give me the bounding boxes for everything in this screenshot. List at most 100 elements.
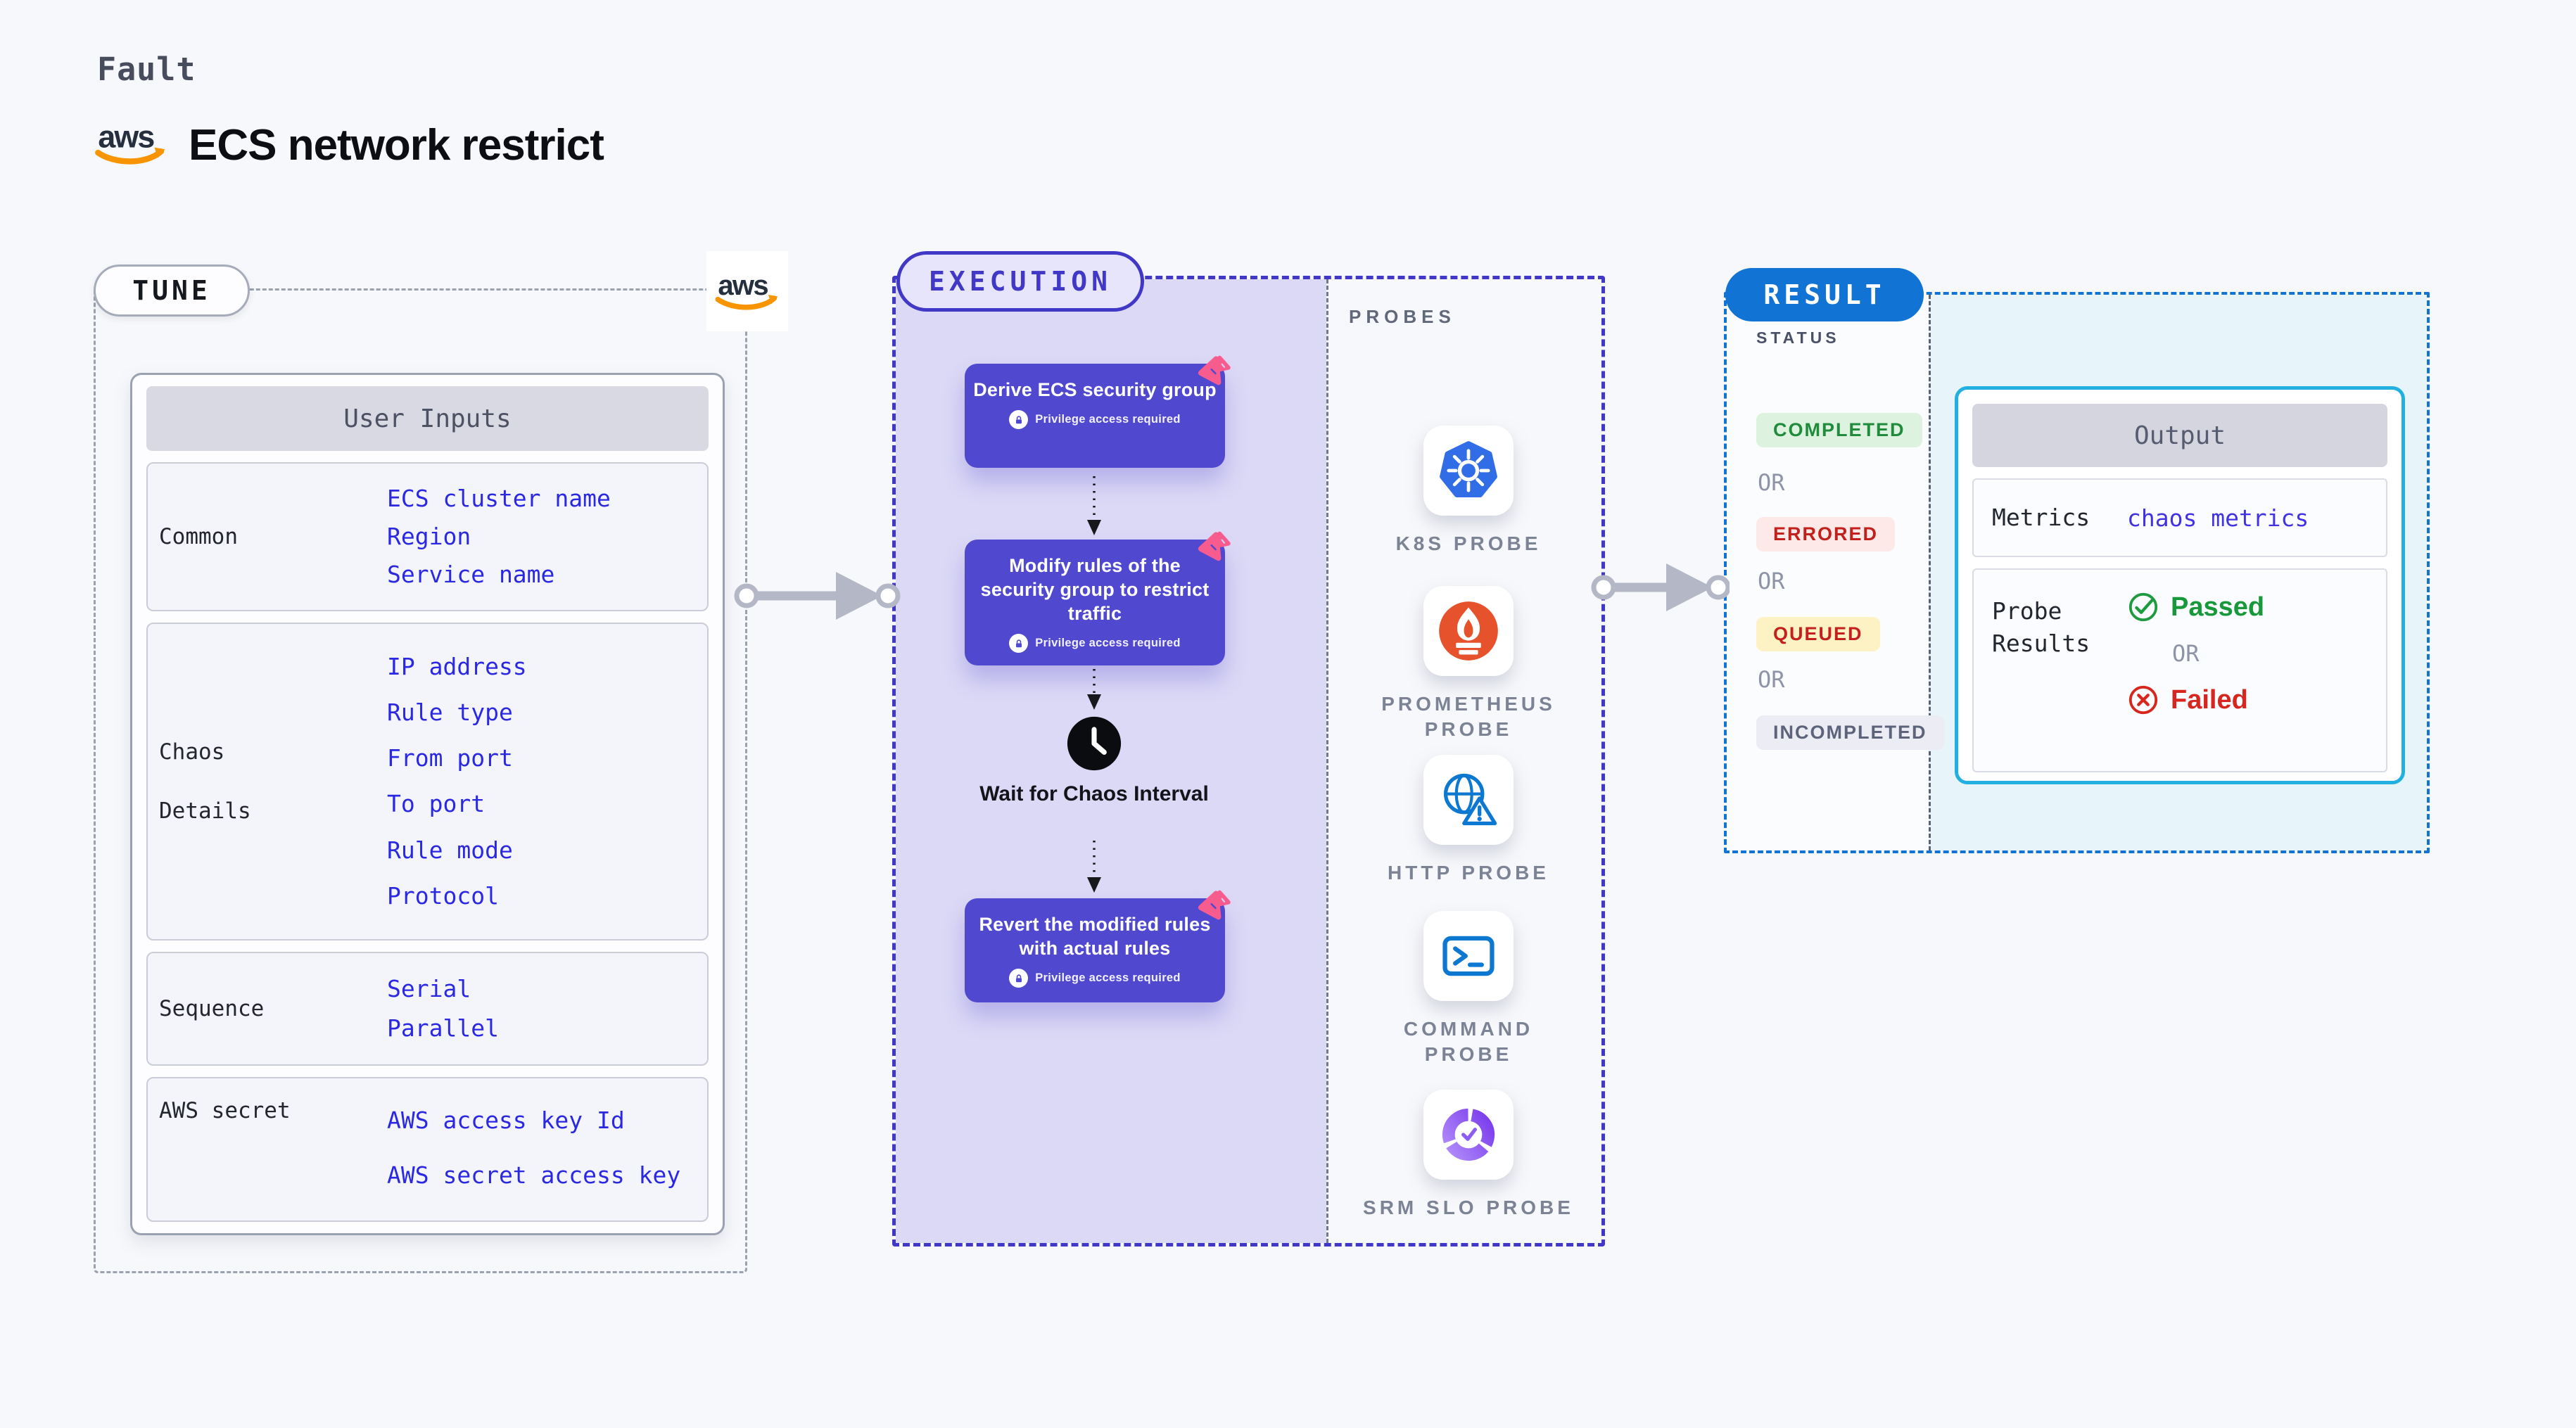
aws-logo-icon: aws xyxy=(91,118,170,172)
metrics-label: Metrics xyxy=(1992,504,2090,531)
page-title: ECS network restrict xyxy=(189,121,604,170)
failed-label: Failed xyxy=(2171,684,2248,715)
status-badge-completed: COMPLETED xyxy=(1756,413,1922,447)
input-link[interactable]: AWS secret access key xyxy=(387,1161,681,1190)
row-values: Serial Parallel xyxy=(387,953,707,1064)
execution-zone: EXECUTION Derive ECS security group Priv… xyxy=(892,251,1605,1247)
down-arrow xyxy=(1087,669,1101,710)
page-header: aws ECS network restrict xyxy=(91,118,604,172)
status-output-divider xyxy=(1929,295,1931,850)
row-values: ECS cluster name Region Service name xyxy=(387,464,707,610)
pink-chaos-icon xyxy=(1198,531,1231,561)
probe-card xyxy=(1423,911,1514,1001)
metrics-value: chaos metrics xyxy=(2127,504,2309,532)
check-circle-icon xyxy=(2128,592,2158,622)
input-link[interactable]: To port xyxy=(387,790,486,818)
svg-text:aws: aws xyxy=(98,120,154,155)
clock-icon xyxy=(1066,715,1122,772)
execution-zone-label: EXECUTION xyxy=(896,251,1144,312)
status-badge-queued: QUEUED xyxy=(1756,617,1880,651)
http-globe-icon xyxy=(1443,773,1497,826)
probe-name: K8S PROBE xyxy=(1395,533,1542,554)
kubernetes-icon xyxy=(1440,441,1497,498)
probe-k8s: K8S PROBE xyxy=(1363,426,1574,556)
prometheus-icon xyxy=(1439,601,1498,661)
lock-icon xyxy=(1009,410,1029,429)
probes-heading: PROBES xyxy=(1349,306,1456,327)
probe-results-values: Passed OR Failed xyxy=(2127,570,2264,771)
probe-card xyxy=(1423,426,1514,516)
probe-name: SRM SLO PROBE xyxy=(1363,1197,1574,1218)
wait-interval-label: Wait for Chaos Interval xyxy=(979,782,1209,805)
input-link[interactable]: AWS access key Id xyxy=(387,1107,625,1134)
table-row-aws-secret: AWS secret AWS access key Id AWS secret … xyxy=(146,1077,709,1222)
probe-card xyxy=(1423,755,1514,845)
or-label: OR xyxy=(1758,469,1785,496)
row-label: AWS secret xyxy=(159,1098,291,1123)
execution-probes-divider xyxy=(1326,279,1328,1243)
input-link[interactable]: ECS cluster name xyxy=(387,484,611,512)
status-heading: STATUS xyxy=(1756,329,1840,347)
probe-name: COMMAND PROBE xyxy=(1403,1018,1534,1065)
row-values: IP address Rule type From port To port R… xyxy=(387,624,707,939)
table-row-chaos-details: Chaos Details IP address Rule type From … xyxy=(146,623,709,941)
svg-text:aws: aws xyxy=(718,270,768,301)
probe-name: PROMETHEUS PROBE xyxy=(1381,693,1556,740)
aws-corner-logo: aws xyxy=(706,251,788,331)
input-link[interactable]: Rule type xyxy=(387,699,513,727)
probe-name: HTTP PROBE xyxy=(1388,862,1549,884)
lock-icon xyxy=(1009,634,1029,653)
output-table: Output Metrics chaos metrics Probe Resul… xyxy=(1955,386,2405,784)
probe-card xyxy=(1423,586,1514,676)
privilege-note: Privilege access required xyxy=(972,634,1218,653)
tune-zone-label: TUNE xyxy=(94,264,250,317)
input-link[interactable]: From port xyxy=(387,744,513,772)
input-link[interactable]: Serial xyxy=(387,975,471,1003)
result-zone: RESULT STATUS COMPLETED OR ERRORED OR QU… xyxy=(1724,268,2430,853)
privilege-label: Privilege access required xyxy=(1035,971,1181,984)
input-link[interactable]: Parallel xyxy=(387,1014,499,1042)
passed-label: Passed xyxy=(2171,592,2265,622)
or-label: OR xyxy=(1758,568,1785,594)
pink-chaos-icon xyxy=(1198,890,1231,920)
output-header: Output xyxy=(1972,404,2387,467)
output-row-probe-results: Probe Results Passed OR Faile xyxy=(1972,568,2387,772)
pink-chaos-icon xyxy=(1198,355,1231,385)
privilege-note: Privilege access required xyxy=(972,410,1218,429)
failed-row: Failed xyxy=(2127,684,2264,716)
step-title: Modify rules of the security group to re… xyxy=(980,555,1210,624)
tune-zone: TUNE aws User Inputs Common ECS cluster … xyxy=(94,251,788,1273)
input-link[interactable]: Protocol xyxy=(387,881,499,910)
step-title: Revert the modified rules with actual ru… xyxy=(979,914,1211,959)
probe-results-label: Probe Results xyxy=(1992,597,2090,657)
or-label: OR xyxy=(1758,666,1785,693)
probes-to-result-arrow xyxy=(1591,563,1730,611)
input-link[interactable]: Service name xyxy=(387,560,555,588)
row-values: AWS access key Id AWS secret access key xyxy=(387,1078,707,1220)
input-link[interactable]: IP address xyxy=(387,652,527,680)
row-label: Chaos Details xyxy=(159,739,251,824)
status-badge-errored: ERRORED xyxy=(1756,517,1896,552)
tune-to-execution-arrow xyxy=(734,572,901,620)
aws-logo-icon: aws xyxy=(715,270,778,310)
privilege-label: Privilege access required xyxy=(1035,637,1181,649)
user-inputs-header: User Inputs xyxy=(146,386,709,451)
fault-eyebrow: Fault xyxy=(97,51,196,88)
result-zone-label: RESULT xyxy=(1725,268,1924,321)
table-row-sequence: Sequence Serial Parallel xyxy=(146,952,709,1066)
user-inputs-table: User Inputs Common ECS cluster name Regi… xyxy=(130,373,725,1235)
input-link[interactable]: Region xyxy=(387,522,471,550)
terminal-icon xyxy=(1442,936,1495,976)
step-modify-rules: Modify rules of the security group to re… xyxy=(965,531,1231,665)
input-link[interactable]: Rule mode xyxy=(387,836,513,864)
passed-row: Passed xyxy=(2127,591,2264,623)
step-derive-security-group: Derive ECS security group Privilege acce… xyxy=(965,355,1231,468)
row-label: Common xyxy=(159,524,238,549)
probe-command: COMMAND PROBE xyxy=(1363,911,1574,1067)
step-revert-rules: Revert the modified rules with actual ru… xyxy=(965,890,1231,1002)
status-badge-incompleted: INCOMPLETED xyxy=(1756,715,1944,750)
down-arrow xyxy=(1087,476,1101,535)
probe-http: HTTP PROBE xyxy=(1363,755,1574,886)
table-row-common: Common ECS cluster name Region Service n… xyxy=(146,462,709,611)
x-circle-icon xyxy=(2128,685,2158,715)
